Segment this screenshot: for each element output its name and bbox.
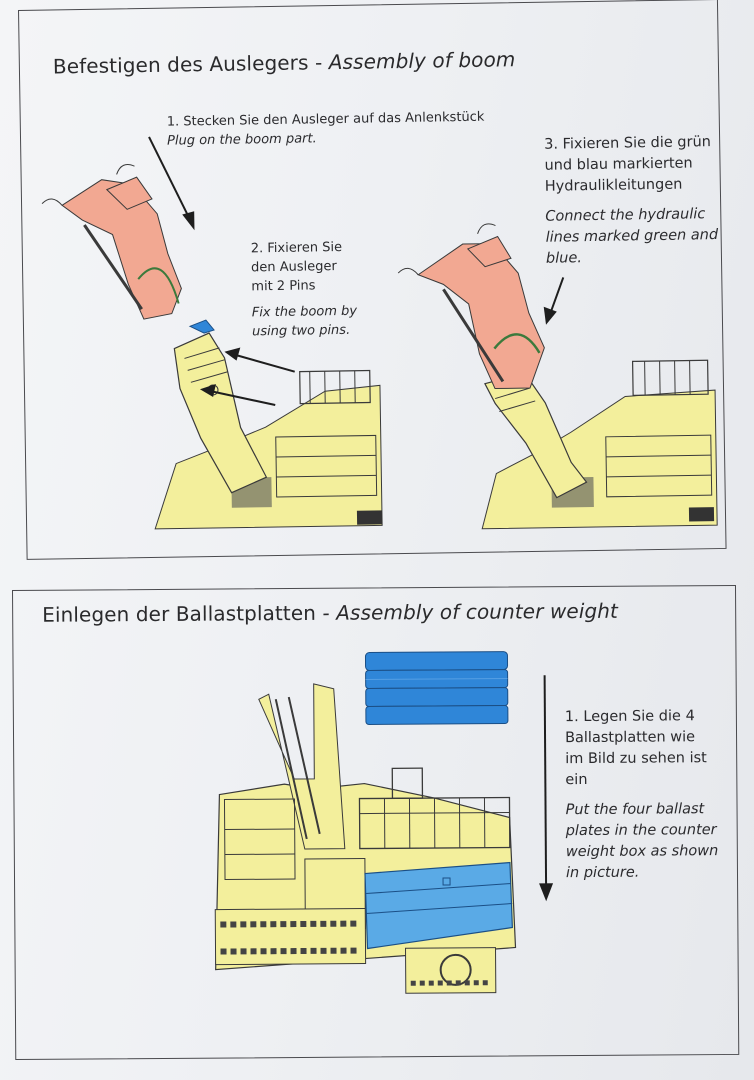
boom-plug-illustration bbox=[41, 136, 383, 530]
arrow-down-icon bbox=[539, 675, 554, 902]
excavator-base-left bbox=[154, 332, 383, 530]
boom-assembly-section: Befestigen des Auslegers - Assembly of b… bbox=[18, 0, 727, 560]
excavator-body bbox=[214, 683, 517, 994]
hydraulic-illustration bbox=[397, 223, 718, 530]
ballast-plates bbox=[364, 651, 509, 726]
counterweight-section: Einlegen der Ballastplatten - Assembly o… bbox=[12, 584, 740, 1060]
arrow-down-icon bbox=[148, 136, 195, 231]
arrow-down-icon bbox=[543, 277, 565, 325]
counterweight-box bbox=[364, 861, 513, 950]
excavator-base-right bbox=[481, 359, 718, 530]
boom-part-right bbox=[397, 223, 545, 390]
boom-part-left bbox=[41, 164, 182, 320]
arrow-left-icon bbox=[199, 383, 276, 406]
counterweight-illustration bbox=[214, 651, 554, 994]
pin-icon bbox=[188, 319, 215, 334]
arrow-left-icon bbox=[224, 347, 295, 373]
